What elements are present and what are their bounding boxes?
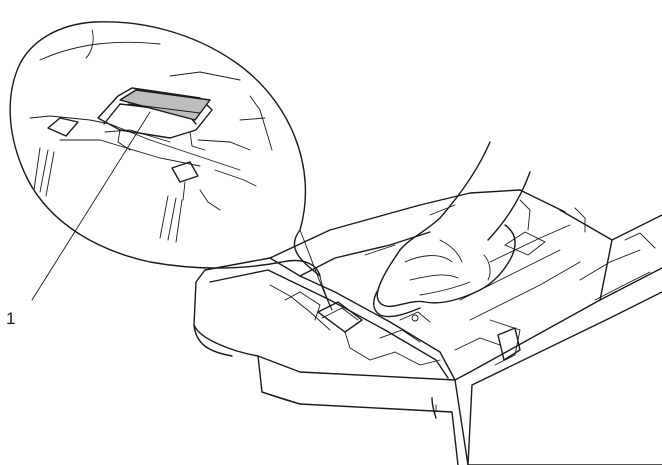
magnified-detail [9, 21, 333, 311]
tray-interior [269, 199, 656, 366]
paper-tray [193, 189, 662, 465]
separation-pad [119, 89, 211, 121]
callout-number-1: 1 [6, 309, 16, 328]
callout-leader-line [31, 111, 151, 301]
hand-with-cloth [373, 141, 531, 318]
